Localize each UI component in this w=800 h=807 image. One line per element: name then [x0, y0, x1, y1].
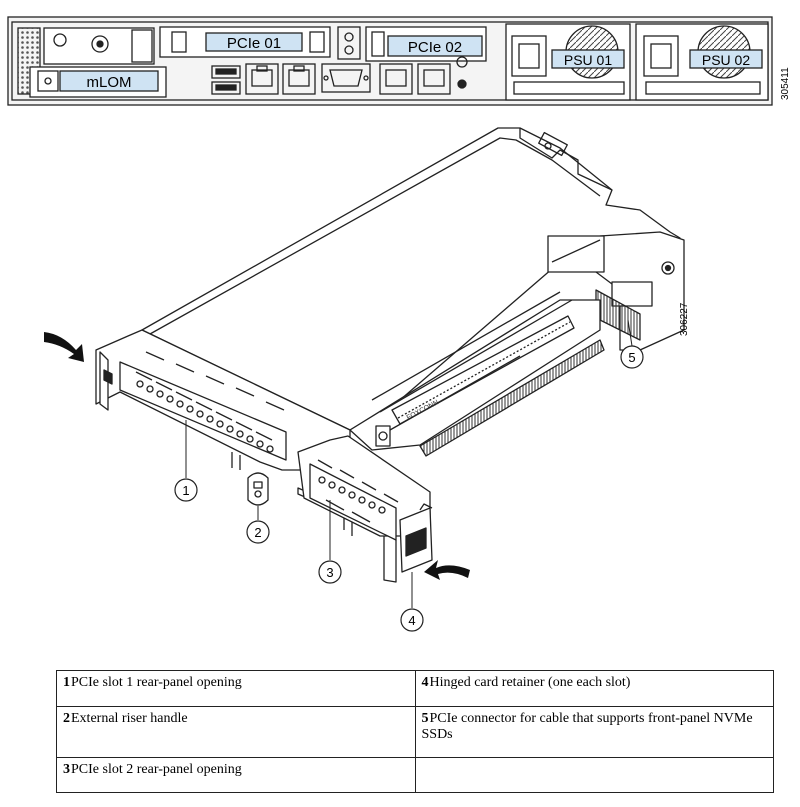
riser-handle — [247, 472, 269, 506]
rear-figure-id: 305411 — [780, 67, 791, 100]
psu01-label: PSU 01 — [564, 52, 612, 68]
pcie01-label: PCIe 01 — [227, 35, 281, 52]
arrow-icon — [424, 560, 470, 580]
mlom-label: mLOM — [87, 74, 132, 91]
pcie02-label: PCIe 02 — [408, 39, 462, 56]
id-button — [456, 56, 468, 68]
pcie01-label-box — [205, 32, 303, 52]
psu02-label: PSU 02 — [702, 52, 750, 68]
psu01-label-box — [551, 49, 625, 69]
vga-port — [321, 63, 371, 93]
legend-item-1: 1PCIe slot 1 rear-panel opening — [56, 670, 416, 707]
riser-figure-id: 306227 — [679, 302, 690, 336]
usb-ports — [211, 65, 241, 95]
callout-5: 5 — [620, 345, 644, 369]
ethernet-port-1 — [245, 63, 279, 95]
svg-text:4: 4 — [408, 613, 415, 628]
legend-table: 1PCIe slot 1 rear-panel opening 4Hinged … — [56, 670, 774, 793]
slot1-vents — [135, 351, 285, 453]
svg-text:2: 2 — [254, 525, 261, 540]
legend-item-empty — [414, 757, 774, 793]
psu02-label-box — [689, 49, 763, 69]
callout-1: 1 — [174, 478, 198, 502]
ethernet-port-2 — [282, 63, 316, 95]
arrow-icon — [44, 332, 84, 362]
svg-text:5: 5 — [628, 350, 635, 365]
svg-text:1: 1 — [182, 483, 189, 498]
riser-assembly — [95, 127, 685, 583]
svg-text:3: 3 — [326, 565, 333, 580]
console-port — [379, 63, 413, 95]
callout-2: 2 — [246, 520, 270, 544]
legend-item-3: 3PCIe slot 2 rear-panel opening — [56, 757, 416, 793]
callout-3: 3 — [318, 560, 342, 584]
mgmt-port — [417, 63, 451, 95]
callout-4: 4 — [400, 608, 424, 632]
legend-item-4: 4Hinged card retainer (one each slot) — [414, 670, 774, 707]
legend-item-5: 5PCIe connector for cable that supports … — [414, 706, 774, 758]
pcie02-label-box — [387, 35, 483, 57]
slot2-vents — [317, 459, 399, 523]
rear-panel — [7, 16, 773, 106]
legend-item-2: 2External riser handle — [56, 706, 416, 758]
mlom-label-box — [59, 70, 159, 92]
